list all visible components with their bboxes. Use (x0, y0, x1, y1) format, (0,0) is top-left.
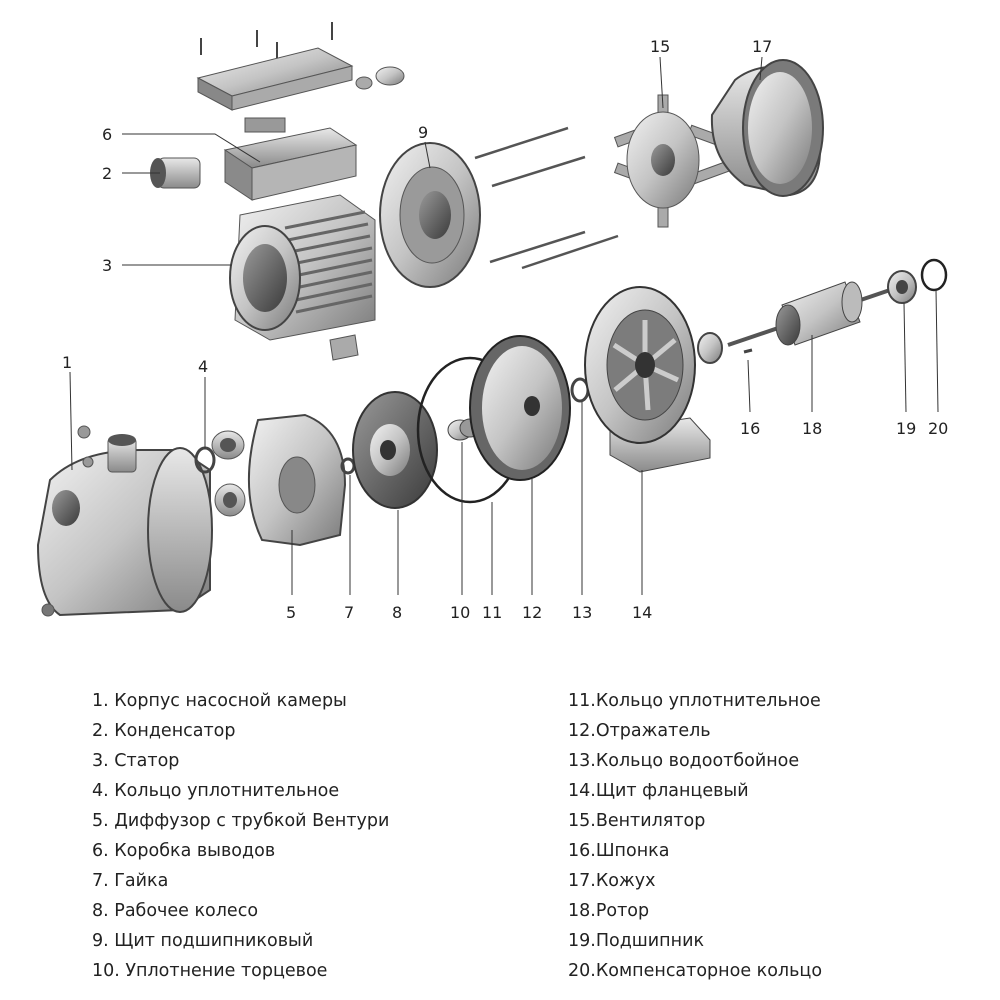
pump-housing-part (36, 425, 213, 617)
callout-19: 19 (896, 419, 916, 438)
callout-12: 12 (522, 603, 542, 622)
fan-part (613, 94, 732, 228)
callout-14: 14 (632, 603, 652, 622)
rotor-part (727, 281, 891, 347)
shaft-bearing (697, 332, 723, 364)
tie-rods (474, 126, 619, 270)
legend-left-column: 1. Корпус насосной камеры 2. Конденсатор… (92, 686, 389, 986)
callout-16: 16 (740, 419, 760, 438)
callout-20: 20 (928, 419, 948, 438)
legend-item: 11.Кольцо уплотнительное (568, 691, 821, 711)
callout-10: 10 (450, 603, 470, 622)
legend-item: 16.Шпонка (568, 841, 670, 861)
bearing-shield-part (379, 142, 481, 288)
legend-item: 9. Щит подшипниковый (92, 931, 314, 951)
fan-cover-part (710, 59, 824, 197)
leader-lines (69, 56, 939, 595)
callout-6: 6 (102, 125, 112, 144)
legend-item: 14.Щит фланцевый (568, 781, 749, 801)
callout-13: 13 (572, 603, 592, 622)
callout-1: 1 (62, 353, 72, 372)
legend-item: 19.Подшипник (568, 931, 705, 951)
callout-9: 9 (418, 123, 428, 142)
legend-item: 18.Ротор (568, 901, 650, 921)
terminal-box-part (196, 22, 405, 201)
legend-item: 13.Кольцо водоотбойное (568, 751, 800, 771)
callout-2: 2 (102, 164, 112, 183)
flange-shield-part (584, 286, 711, 473)
bearing-part (887, 270, 917, 304)
callout-numbers: 1 2 3 4 5 6 7 8 9 10 11 12 13 14 15 16 1… (62, 37, 948, 622)
callout-5: 5 (286, 603, 296, 622)
legend-right-column: 11.Кольцо уплотнительное 12.Отражатель 1… (568, 686, 822, 986)
callout-18: 18 (802, 419, 822, 438)
legend-item: 1. Корпус насосной камеры (92, 691, 347, 711)
legend-item: 15.Вентилятор (568, 811, 706, 831)
impeller-part (352, 391, 438, 509)
exploded-pump-diagram: 1 2 3 4 5 6 7 8 9 10 11 12 13 14 15 16 1… (36, 22, 948, 622)
legend-item: 12.Отражатель (568, 721, 711, 741)
callout-15: 15 (650, 37, 670, 56)
key-part (743, 348, 753, 354)
legend-item: 6. Коробка выводов (92, 841, 276, 861)
legend-item: 4. Кольцо уплотнительное (92, 781, 340, 801)
legend-item: 10. Уплотнение торцевое (92, 961, 328, 981)
capacitor-part (150, 157, 201, 189)
callout-11: 11 (482, 603, 502, 622)
callout-17: 17 (752, 37, 772, 56)
legend-item: 5. Диффузор с трубкой Вентури (92, 811, 390, 831)
callout-4: 4 (198, 357, 208, 376)
legend-item: 7. Гайка (92, 871, 169, 891)
legend-item: 2. Конденсатор (92, 721, 236, 741)
legend-item: 17.Кожух (568, 871, 656, 891)
legend-item: 8. Рабочее колесо (92, 901, 259, 921)
legend-item: 20.Компенсаторное кольцо (568, 961, 823, 981)
callout-8: 8 (392, 603, 402, 622)
diffuser-part (211, 413, 347, 547)
callout-7: 7 (344, 603, 354, 622)
compensating-ring-part (920, 258, 948, 292)
stator-part (229, 194, 376, 361)
legend-item: 3. Статор (92, 751, 180, 771)
callout-3: 3 (102, 256, 112, 275)
reflector-part (469, 335, 571, 481)
